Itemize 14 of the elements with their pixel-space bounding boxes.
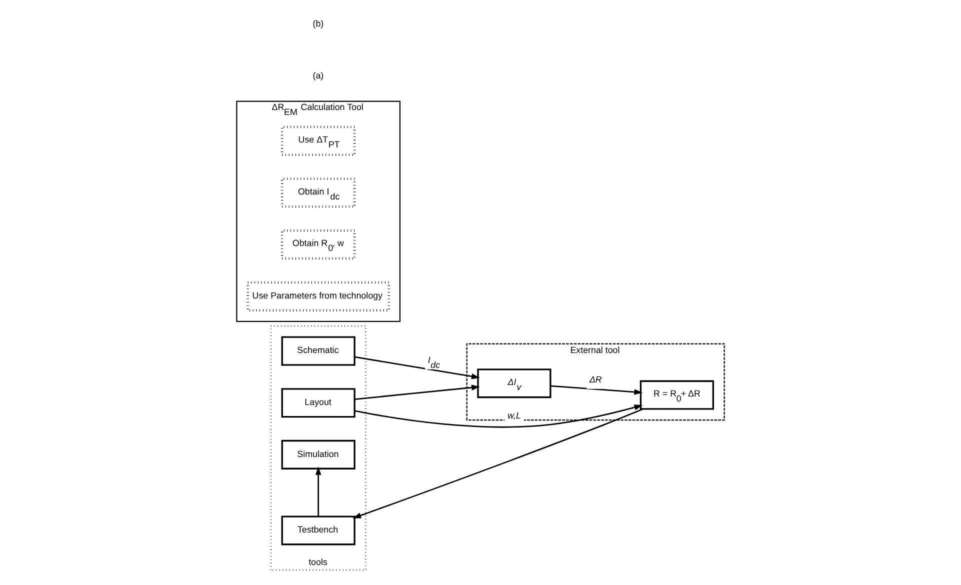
arrow xyxy=(354,404,643,428)
edge-label: w,L xyxy=(508,410,521,420)
node-box: Testbench xyxy=(281,516,356,546)
arrow xyxy=(354,356,480,380)
arrow xyxy=(315,466,322,516)
label: (b) xyxy=(312,18,324,29)
node-box: Simulation xyxy=(281,440,356,470)
node-box: Layout xyxy=(281,388,356,418)
node-box: Schematic xyxy=(281,336,356,366)
arrow xyxy=(550,385,643,395)
arrow xyxy=(354,384,480,400)
label: (a) xyxy=(312,70,324,80)
node-box: Use Parameters from technology xyxy=(246,281,390,312)
edge-label: ΔR xyxy=(589,374,602,385)
